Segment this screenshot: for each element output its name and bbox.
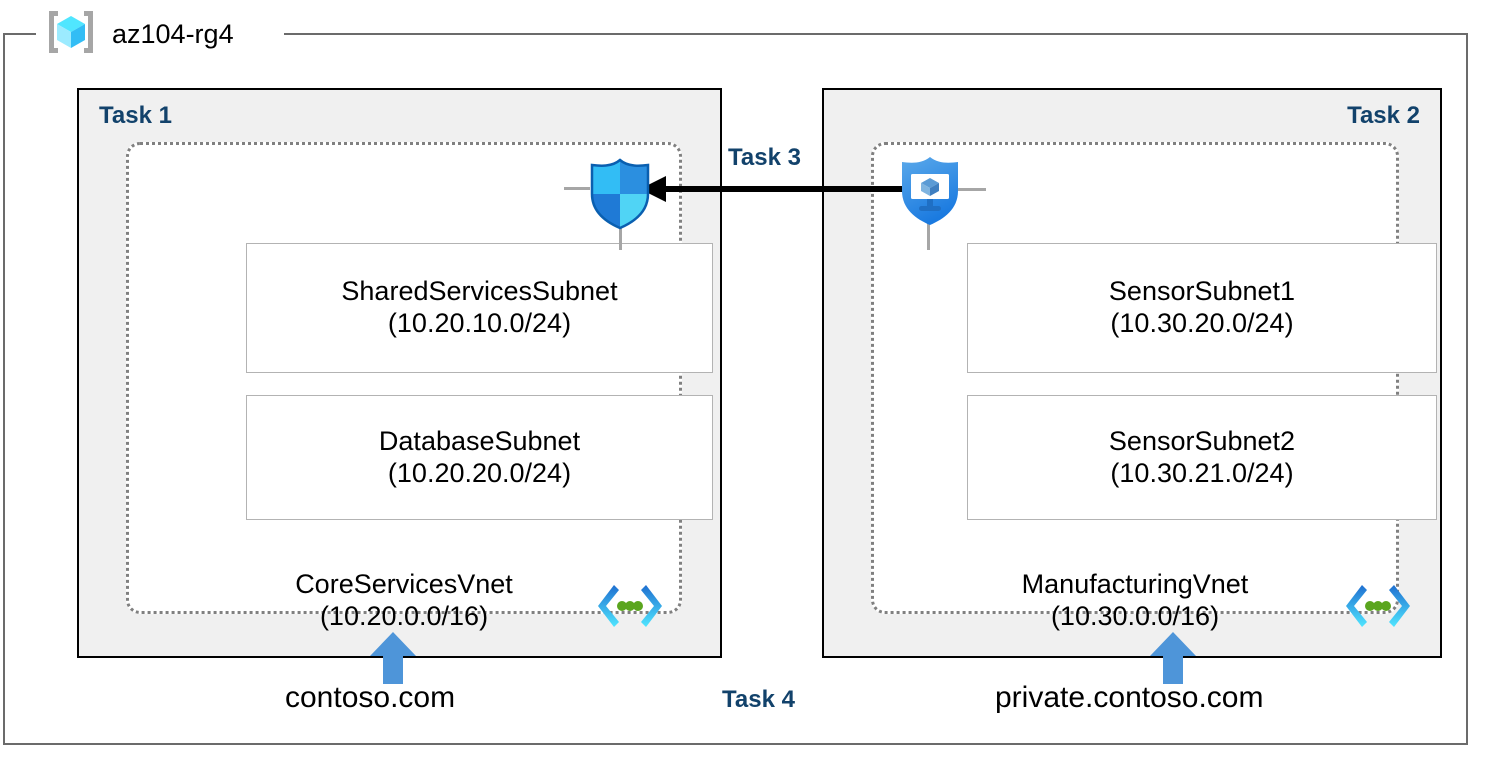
contoso-domain-label: contoso.com [285, 681, 456, 714]
shield-stub-line [927, 222, 930, 250]
subnet-cidr: (10.30.21.0/24) [1110, 457, 1294, 488]
subnet-cidr: (10.20.20.0/24) [387, 457, 572, 488]
vnet-cidr: (10.30.0.0/16) [1050, 600, 1220, 631]
virtual-network-icon [597, 583, 663, 629]
shield-stub-line [958, 188, 986, 191]
shield-stub-line [564, 187, 590, 190]
virtual-network-icon [1345, 583, 1411, 629]
contoso-dns-up-arrow [370, 632, 416, 684]
sensorsubnet1-box: SensorSubnet1 (10.30.20.0/24) [967, 243, 1437, 373]
resource-group-container [3, 33, 1468, 745]
subnet-cidr: (10.20.10.0/24) [387, 308, 572, 338]
private-contoso-domain-label: private.contoso.com [995, 681, 1264, 714]
vnet-cidr: (10.20.0.0/16) [319, 600, 489, 631]
task2-label: Task 2 [1347, 102, 1420, 129]
subnet-name: DatabaseSubnet [378, 425, 581, 456]
task3-connection-arrow [640, 168, 918, 210]
subnet-name: SensorSubnet1 [1108, 276, 1296, 307]
subnet-name: SharedServicesSubnet [341, 276, 618, 307]
task4-label: Task 4 [722, 686, 795, 713]
shield-stub-line [619, 222, 622, 250]
sharedservicessubnet-box: SharedServicesSubnet (10.20.10.0/24) [246, 243, 713, 373]
resource-group-header: az104-rg4 [44, 8, 234, 60]
vnet-name: CoreServicesVnet [295, 569, 513, 599]
vnet-name: ManufacturingVnet [1021, 569, 1249, 599]
coreservicesvnet-box: SharedServicesSubnet (10.20.10.0/24) Dat… [126, 142, 713, 631]
private-contoso-dns-up-arrow [1150, 632, 1196, 684]
manufacturingvnet-caption: ManufacturingVnet (10.30.0.0/16) [874, 569, 1396, 633]
databasesubnet-box: DatabaseSubnet (10.20.20.0/24) [246, 395, 713, 520]
firewall-shield-icon [588, 158, 652, 230]
task1-panel: Task 1 SharedServicesSubnet (10.20.10.0/… [77, 88, 722, 658]
coreservicesvnet-caption: CoreServicesVnet (10.20.0.0/16) [129, 569, 679, 633]
task3-label: Task 3 [722, 144, 807, 172]
azure-resource-group-icon [44, 8, 98, 61]
sensorsubnet2-box: SensorSubnet2 (10.30.21.0/24) [967, 395, 1437, 520]
task1-label: Task 1 [99, 102, 172, 129]
protected-vm-shield-icon [898, 155, 962, 227]
manufacturingvnet-box: SensorSubnet1 (10.30.20.0/24) SensorSubn… [871, 142, 1437, 631]
subnet-name: SensorSubnet2 [1108, 425, 1296, 456]
subnet-cidr: (10.30.20.0/24) [1110, 308, 1294, 338]
resource-group-name: az104-rg4 [112, 18, 234, 49]
